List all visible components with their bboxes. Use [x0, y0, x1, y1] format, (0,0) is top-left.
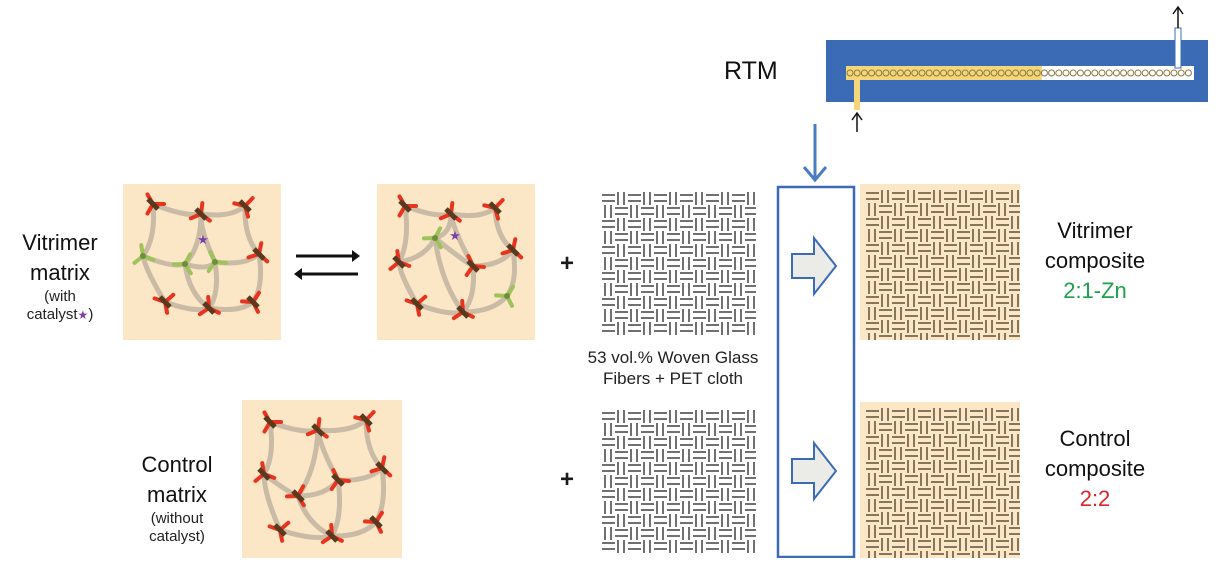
vitrimer-sub-line1: (with: [0, 288, 120, 306]
vitrimer-composite-code: 2:1-Zn: [1030, 276, 1160, 306]
catalyst-star-icon: ★: [197, 233, 209, 248]
control-title-line2: matrix: [122, 480, 232, 510]
woven-fabric-icon: [596, 186, 756, 341]
vitrimer-title-line2: matrix: [0, 258, 120, 288]
catalyst-star-icon: ★: [449, 229, 461, 244]
vitrimer-network-panel-left: ★: [123, 184, 281, 340]
fibers-caption-line2: Fibers + PET cloth: [558, 368, 788, 389]
fibers-caption: 53 vol.% Woven Glass Fibers + PET cloth: [558, 347, 788, 389]
vitrimer-matrix-label: Vitrimer matrix (with catalyst★): [0, 228, 120, 324]
vitrimer-catalyst-word: catalyst: [27, 306, 78, 323]
plus-sign-bottom: +: [560, 466, 574, 494]
control-composite-panel: [860, 402, 1020, 558]
control-composite-label: Control composite 2:2: [1030, 424, 1160, 514]
polymer-network-vitrimer-right: ★: [377, 184, 535, 340]
vitrimer-title-line1: Vitrimer: [0, 228, 120, 258]
plus-sign-top: +: [560, 250, 574, 278]
rtm-label: RTM: [724, 56, 778, 86]
control-composite-line2: composite: [1030, 454, 1160, 484]
control-network-panel: [242, 400, 402, 558]
polymer-network-vitrimer-left: ★: [123, 184, 281, 340]
rtm-mold-icon: [820, 0, 1215, 135]
equilibrium-arrows-icon: [292, 246, 362, 286]
polymer-network-control: [242, 400, 402, 558]
control-sub-line1: (without: [122, 510, 232, 528]
fibers-caption-line1: 53 vol.% Woven Glass: [558, 347, 788, 368]
woven-fabric-icon: [860, 184, 1020, 340]
woven-fabric-icon: [860, 402, 1020, 558]
rtm-process-frame: [770, 120, 860, 558]
vitrimer-composite-line2: composite: [1030, 246, 1160, 276]
vitrimer-composite-line1: Vitrimer: [1030, 216, 1160, 246]
control-matrix-label: Control matrix (without catalyst): [122, 450, 232, 546]
vitrimer-sub-line2: catalyst★): [0, 306, 120, 324]
vitrimer-sub-close: ): [88, 306, 93, 323]
catalyst-star-icon: ★: [78, 308, 89, 322]
vitrimer-network-panel-right: ★: [377, 184, 535, 340]
control-composite-code: 2:2: [1030, 484, 1160, 514]
vitrimer-composite-panel: [860, 184, 1020, 340]
vitrimer-composite-label: Vitrimer composite 2:1-Zn: [1030, 216, 1160, 306]
control-sub-line2: catalyst): [122, 528, 232, 546]
control-composite-line1: Control: [1030, 424, 1160, 454]
control-title-line1: Control: [122, 450, 232, 480]
woven-fabric-icon: [596, 404, 756, 559]
